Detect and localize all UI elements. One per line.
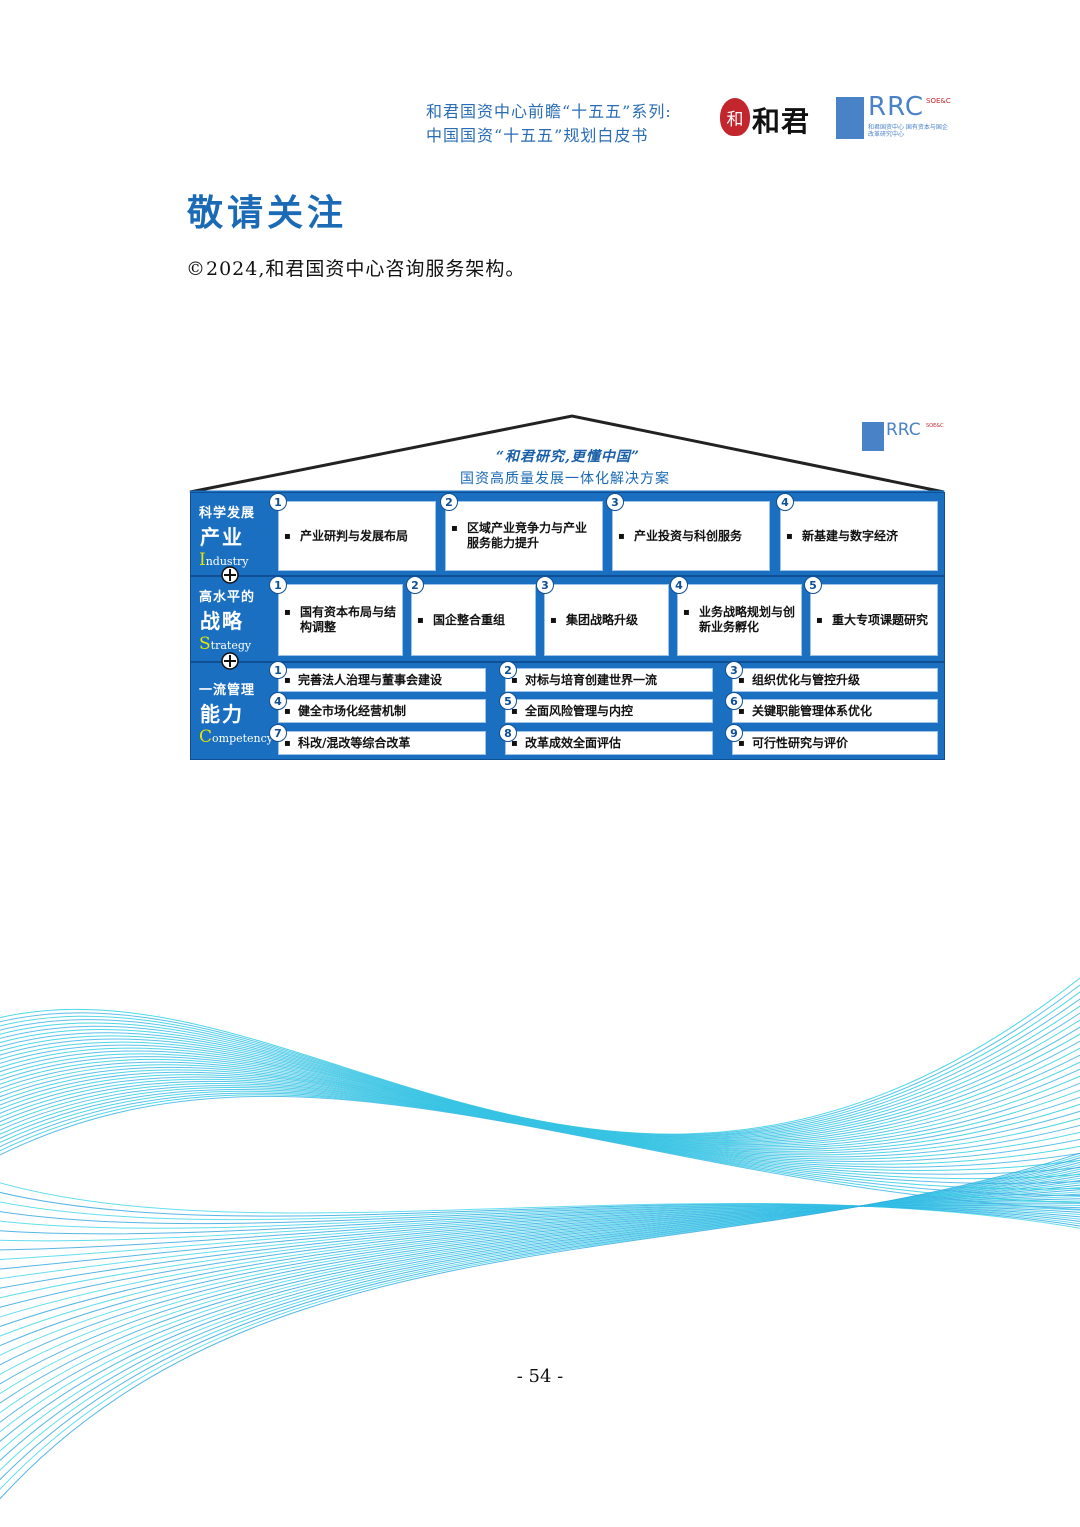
- service-card-competency-4[interactable]: 健全市场化经营机制: [276, 697, 488, 725]
- service-card-industry-3[interactable]: 产业投资与科创服务: [610, 499, 772, 573]
- service-card-competency-7[interactable]: 科改/混改等综合改革: [276, 729, 488, 757]
- service-card-competency-1[interactable]: 完善法人治理与董事会建设: [276, 666, 488, 694]
- service-card-competency-6[interactable]: 关键职能管理体系优化: [730, 697, 940, 725]
- diagram-rrc-text: RRC: [886, 420, 921, 440]
- row-label-en-industry: Industry: [199, 550, 249, 570]
- diagram-rrc-sub: SOE&C: [926, 423, 944, 429]
- hejun-logo-text: 和君: [752, 105, 811, 138]
- item-number: 8: [499, 724, 517, 742]
- item-number: 3: [606, 493, 624, 511]
- wave-line: [0, 1092, 1080, 1196]
- item-number: 5: [804, 576, 822, 594]
- rrc-logo-text: RRC: [868, 92, 924, 122]
- item-number: 7: [269, 724, 287, 742]
- item-number: 5: [499, 692, 517, 710]
- item-number: 2: [406, 576, 424, 594]
- decorative-wave-lines: [0, 977, 1080, 1500]
- service-card-strategy-1[interactable]: 国有资本布局与结构调整: [276, 582, 405, 658]
- service-card-competency-9[interactable]: 可行性研究与评价: [730, 729, 940, 757]
- row-label-en-strategy: Strategy: [199, 634, 252, 654]
- header-series-title: 和君国资中心前瞻“十五五”系列:: [426, 102, 672, 121]
- service-card-competency-3[interactable]: 组织优化与管控升级: [730, 666, 940, 694]
- service-card-competency-5[interactable]: 全面风险管理与内控: [503, 697, 715, 725]
- rrc-logo-caption: 和君国资中心 国有资本与国企改革研究中心: [868, 124, 948, 138]
- row-label-small-strategy: 高水平的: [199, 590, 256, 605]
- item-number: 6: [725, 692, 743, 710]
- plus-connector-icon: [221, 652, 239, 670]
- page-subtitle: ©2024,和君国资中心咨询服务架构。: [186, 258, 526, 280]
- service-card-strategy-4[interactable]: 业务战略规划与创新业务孵化: [675, 582, 804, 658]
- item-number: 3: [725, 661, 743, 679]
- row-label-small-competency: 一流管理: [199, 683, 256, 698]
- service-card-industry-4[interactable]: 新基建与数字经济: [778, 499, 940, 573]
- wave-line: [0, 1074, 1080, 1160]
- rrc-logo-block: [836, 97, 864, 139]
- row-label-en-competency: Competency: [199, 727, 274, 747]
- wave-line: [0, 1198, 1080, 1308]
- service-card-strategy-5[interactable]: 重大专项课题研究: [808, 582, 940, 658]
- wave-line: [0, 1019, 1080, 1139]
- wave-line: [0, 1095, 1080, 1210]
- item-number: 4: [670, 576, 688, 594]
- wave-line: [0, 1193, 1080, 1328]
- item-number: 9: [725, 724, 743, 742]
- item-number: 1: [269, 661, 287, 679]
- service-card-strategy-3[interactable]: 集团战略升级: [542, 582, 671, 658]
- hejun-seal-logo: 和: [720, 98, 750, 136]
- page-title: 敬请关注: [187, 193, 348, 234]
- service-card-industry-1[interactable]: 产业研判与发展布局: [276, 499, 438, 573]
- diagram-roof-subtitle: 国资高质量发展一体化解决方案: [460, 471, 670, 487]
- item-number: 2: [440, 493, 458, 511]
- item-number: 1: [269, 576, 287, 594]
- diagram-slogan: “和君研究,更懂中国”: [496, 449, 640, 465]
- service-card-competency-2[interactable]: 对标与培育创建世界一流: [503, 666, 715, 694]
- diagram-rrc-block: [862, 422, 884, 451]
- header-report-title: 中国国资“十五五”规划白皮书: [426, 126, 649, 145]
- item-number: 2: [499, 661, 517, 679]
- page-number: - 54 -: [516, 1366, 564, 1387]
- plus-connector-icon: [221, 566, 239, 584]
- item-number: 4: [269, 692, 287, 710]
- rrc-logo-sub: SOE&C: [926, 97, 951, 105]
- item-number: 3: [536, 576, 554, 594]
- row-label-big-industry: 产业: [200, 525, 244, 549]
- row-label-big-strategy: 战略: [200, 609, 244, 633]
- row-label-small-industry: 科学发展: [199, 506, 256, 521]
- row-label-big-competency: 能力: [200, 702, 244, 726]
- item-number: 4: [776, 493, 794, 511]
- wave-line: [0, 1180, 1080, 1385]
- service-card-strategy-2[interactable]: 国企整合重组: [409, 582, 538, 658]
- wave-line: [0, 1152, 1080, 1500]
- service-card-competency-8[interactable]: 改革成效全面评估: [503, 729, 715, 757]
- wave-line: [0, 1186, 1080, 1356]
- service-card-industry-2[interactable]: 区域产业竞争力与产业服务能力提升: [443, 499, 605, 573]
- item-number: 1: [269, 493, 287, 511]
